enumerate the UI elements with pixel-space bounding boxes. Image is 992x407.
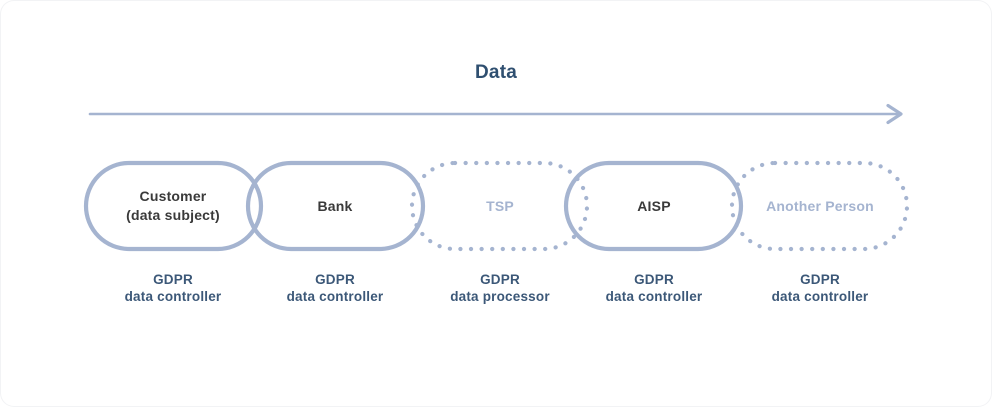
entity-pill-tsp [409,160,590,252]
entity-label-another-person: Another Person [733,163,907,249]
entity-pill-another-person [729,160,910,252]
entity-label-line: Another Person [766,197,874,214]
role-line: GDPR [480,272,520,287]
role-line: GDPR [800,272,840,287]
entity-label-aisp: AISP [567,163,741,249]
entity-label-line: TSP [486,197,514,214]
role-line: data processor [450,289,550,304]
entity-label-line: Customer [139,188,207,204]
arrow-head-icon [886,103,903,125]
entity-label-line: (data subject) [126,207,220,223]
role-line: GDPR [634,272,674,287]
role-line: GDPR [315,272,355,287]
role-line: GDPR [153,272,193,287]
entity-role-customer: GDPR data controller [86,271,260,305]
role-line: data controller [771,289,869,304]
entity-label-bank: Bank [248,163,422,249]
entity-label-line: Bank [317,197,353,214]
role-line: data controller [124,289,222,304]
entity-role-another-person: GDPR data controller [733,271,907,305]
entity-chain [83,160,910,252]
entity-role-bank: GDPR data controller [248,271,422,305]
entity-label-tsp: TSP [413,163,587,249]
entity-role-tsp: GDPR data processor [413,271,587,305]
entity-label-customer: Customer (data subject) [86,163,260,249]
diagram-title: Data [475,62,517,83]
role-line: data controller [605,289,703,304]
entity-label-line: AISP [637,197,671,214]
entity-pill-customer [83,160,264,252]
entity-pill-bank [245,160,426,252]
role-line: data controller [286,289,384,304]
entity-pill-aisp [563,160,744,252]
entity-role-aisp: GDPR data controller [567,271,741,305]
data-flow-arrow [88,103,903,125]
